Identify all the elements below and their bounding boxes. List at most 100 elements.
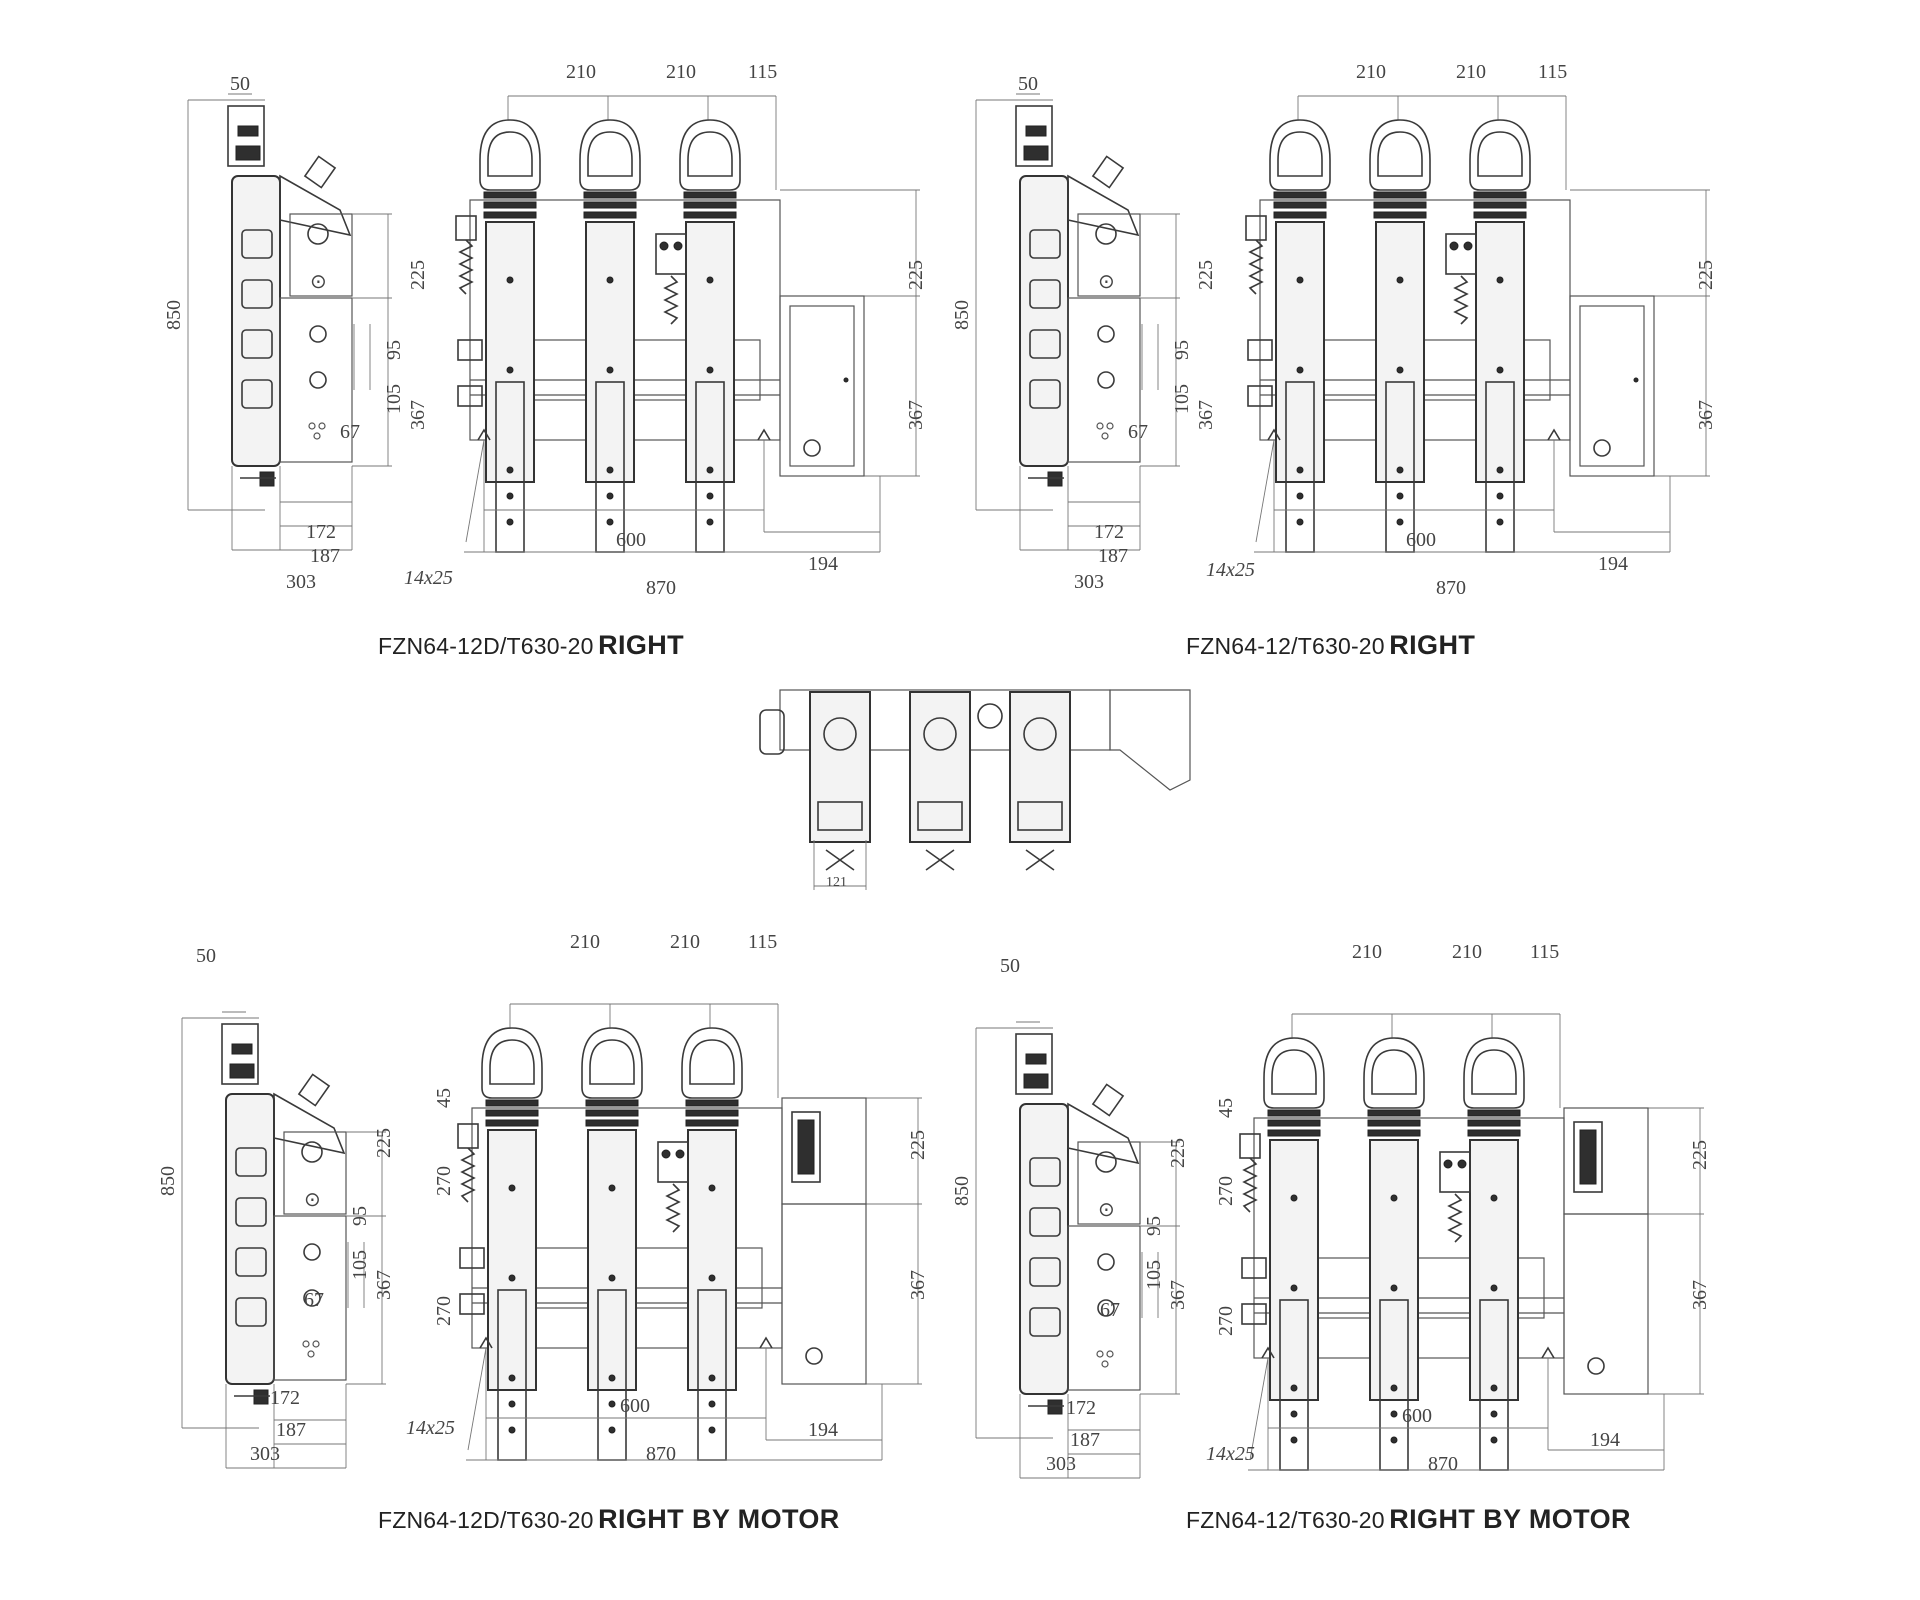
dim-850: 850 bbox=[163, 300, 185, 330]
dim-187: 187 bbox=[1098, 545, 1128, 567]
dim-270-b: 270 bbox=[1215, 1306, 1237, 1336]
top-left-drawing: 50 850 225 95 105 367 67 172 187 303 210… bbox=[163, 61, 927, 599]
caption-suffix: RIGHT BY MOTOR bbox=[1389, 1504, 1631, 1534]
dim-210-a: 210 bbox=[570, 931, 600, 953]
dim-303: 303 bbox=[1046, 1453, 1076, 1475]
dim-367-front: 367 bbox=[905, 400, 927, 430]
dim-270-a: 270 bbox=[1215, 1176, 1237, 1206]
dim-14x25: 14x25 bbox=[406, 1417, 455, 1439]
dim-105: 105 bbox=[1171, 384, 1193, 414]
dim-210-a: 210 bbox=[1352, 941, 1382, 963]
dim-67: 67 bbox=[1128, 421, 1148, 443]
dim-600: 600 bbox=[620, 1395, 650, 1417]
dim-367-front: 367 bbox=[1695, 400, 1717, 430]
dim-105: 105 bbox=[1143, 1260, 1165, 1290]
dim-600: 600 bbox=[1402, 1405, 1432, 1427]
dim-172: 172 bbox=[306, 521, 336, 543]
dim-367: 367 bbox=[407, 400, 429, 430]
dim-172: 172 bbox=[1094, 521, 1124, 543]
dim-172: 172 bbox=[1066, 1397, 1096, 1419]
bottom-right-drawing: 50 850 225 95 105 367 67 172 187 303 210… bbox=[951, 941, 1711, 1479]
dim-14x25: 14x25 bbox=[1206, 559, 1255, 581]
dim-850: 850 bbox=[157, 1166, 179, 1196]
dim-210-b: 210 bbox=[670, 931, 700, 953]
dim-105: 105 bbox=[349, 1250, 371, 1280]
dim-367: 367 bbox=[373, 1270, 395, 1300]
dim-870: 870 bbox=[646, 577, 676, 599]
dim-850: 850 bbox=[951, 300, 973, 330]
dim-115: 115 bbox=[748, 61, 777, 83]
dim-50: 50 bbox=[230, 73, 250, 95]
dim-270-a: 270 bbox=[433, 1166, 455, 1196]
caption-suffix: RIGHT BY MOTOR bbox=[598, 1504, 840, 1534]
dim-270-b: 270 bbox=[433, 1296, 455, 1326]
dim-367: 367 bbox=[1195, 400, 1217, 430]
dim-225-front: 225 bbox=[905, 260, 927, 290]
dim-367: 367 bbox=[1167, 1280, 1189, 1310]
caption-model: FZN64-12/T630-20 bbox=[1186, 633, 1385, 659]
dim-67: 67 bbox=[304, 1289, 324, 1311]
dim-14x25: 14x25 bbox=[1206, 1443, 1255, 1465]
dim-225-front: 225 bbox=[1695, 260, 1717, 290]
dim-14x25: 14x25 bbox=[404, 567, 453, 589]
caption-top-left: FZN64-12D/T630-20 RIGHT bbox=[378, 630, 684, 661]
dim-367-front: 367 bbox=[907, 1270, 929, 1300]
top-right-drawing: 50 850 225 95 105 367 67 172 187 303 210… bbox=[951, 61, 1717, 599]
caption-suffix: RIGHT bbox=[1389, 630, 1476, 660]
dim-225: 225 bbox=[1167, 1138, 1189, 1168]
dim-95: 95 bbox=[349, 1206, 371, 1226]
dim-225: 225 bbox=[1195, 260, 1217, 290]
caption-bottom-left: FZN64-12D/T630-20 RIGHT BY MOTOR bbox=[378, 1504, 840, 1535]
dim-225-front: 225 bbox=[907, 1130, 929, 1160]
caption-model: FZN64-12D/T630-20 bbox=[378, 1507, 594, 1533]
bottom-left-drawing: 50 850 225 95 105 367 67 172 187 303 210… bbox=[157, 931, 929, 1469]
dim-50: 50 bbox=[1000, 955, 1020, 977]
dim-115: 115 bbox=[1538, 61, 1567, 83]
caption-model: FZN64-12/T630-20 bbox=[1186, 1507, 1385, 1533]
dim-210-a: 210 bbox=[566, 61, 596, 83]
dim-187: 187 bbox=[1070, 1429, 1100, 1451]
dim-210-b: 210 bbox=[666, 61, 696, 83]
dim-121: 121 bbox=[826, 875, 847, 890]
dim-105: 105 bbox=[383, 384, 405, 414]
caption-top-right: FZN64-12/T630-20 RIGHT bbox=[1186, 630, 1475, 661]
dim-194: 194 bbox=[808, 553, 838, 575]
dim-367-front: 367 bbox=[1689, 1280, 1711, 1310]
dim-187: 187 bbox=[276, 1419, 306, 1441]
dim-50: 50 bbox=[196, 945, 216, 967]
dim-95: 95 bbox=[383, 340, 405, 360]
dim-194: 194 bbox=[1598, 553, 1628, 575]
dim-225: 225 bbox=[373, 1128, 395, 1158]
dim-115: 115 bbox=[1530, 941, 1559, 963]
dim-194: 194 bbox=[808, 1419, 838, 1441]
dim-303: 303 bbox=[286, 571, 316, 593]
caption-bottom-right: FZN64-12/T630-20 RIGHT BY MOTOR bbox=[1186, 1504, 1631, 1535]
dim-210-a: 210 bbox=[1356, 61, 1386, 83]
center-top-view-drawing: 121 bbox=[759, 689, 1191, 890]
dim-172: 172 bbox=[270, 1387, 300, 1409]
dim-115: 115 bbox=[748, 931, 777, 953]
dim-194: 194 bbox=[1590, 1429, 1620, 1451]
dim-303: 303 bbox=[1074, 571, 1104, 593]
dim-95: 95 bbox=[1171, 340, 1193, 360]
dim-45: 45 bbox=[1215, 1098, 1237, 1118]
caption-model: FZN64-12D/T630-20 bbox=[378, 633, 594, 659]
dim-600: 600 bbox=[1406, 529, 1436, 551]
caption-suffix: RIGHT bbox=[598, 630, 685, 660]
dim-303: 303 bbox=[250, 1443, 280, 1465]
dim-45: 45 bbox=[433, 1088, 455, 1108]
dim-870: 870 bbox=[1436, 577, 1466, 599]
dim-67: 67 bbox=[340, 421, 360, 443]
dim-225: 225 bbox=[407, 260, 429, 290]
dim-210-b: 210 bbox=[1452, 941, 1482, 963]
dim-870: 870 bbox=[646, 1443, 676, 1465]
dim-850: 850 bbox=[951, 1176, 973, 1206]
dim-50: 50 bbox=[1018, 73, 1038, 95]
dim-225-front: 225 bbox=[1689, 1140, 1711, 1170]
dim-870: 870 bbox=[1428, 1453, 1458, 1475]
dim-600: 600 bbox=[616, 529, 646, 551]
dim-187: 187 bbox=[310, 545, 340, 567]
dim-67: 67 bbox=[1100, 1299, 1120, 1321]
dim-210-b: 210 bbox=[1456, 61, 1486, 83]
